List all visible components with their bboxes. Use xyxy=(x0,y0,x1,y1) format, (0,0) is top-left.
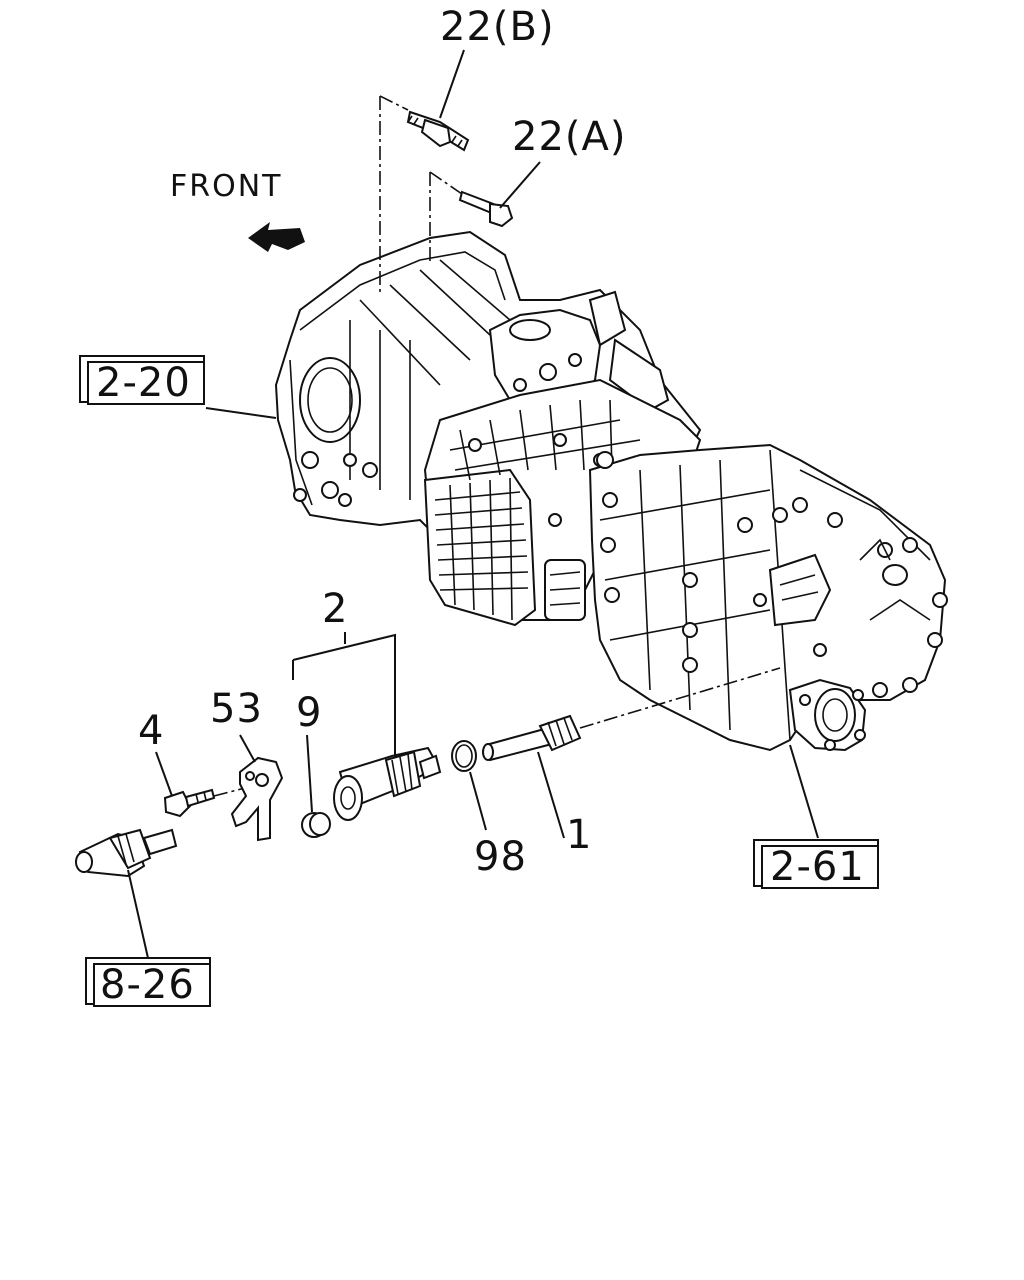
seal-9 xyxy=(301,812,331,838)
ref-label-2-61: 2-61 xyxy=(770,844,865,890)
callout-22b: 22(B) xyxy=(440,4,555,50)
driven-gear-1 xyxy=(482,714,582,762)
ref-box-2-20: 2-20 xyxy=(79,355,205,406)
callout-4: 4 xyxy=(138,708,164,754)
bracket-53 xyxy=(230,756,284,842)
leader-lines xyxy=(127,49,819,959)
callout-2: 2 xyxy=(322,586,348,632)
callout-9: 9 xyxy=(296,690,322,736)
bolt-22b xyxy=(406,110,470,152)
front-arrow-icon xyxy=(248,222,305,252)
driven-gear-sleeve xyxy=(333,746,442,821)
bolt-22a xyxy=(458,190,514,228)
callout-98: 98 xyxy=(474,834,527,880)
callout-1: 1 xyxy=(566,812,592,858)
ref-label-2-20: 2-20 xyxy=(96,360,191,406)
side-cover-plate xyxy=(423,468,537,627)
speed-sensor xyxy=(75,828,178,878)
ref-box-2-61: 2-61 xyxy=(753,839,879,890)
ref-box-8-26: 8-26 xyxy=(85,957,211,1008)
callout-53: 53 xyxy=(210,686,263,732)
bolt-4 xyxy=(163,788,216,818)
callout-22a: 22(A) xyxy=(512,114,626,160)
output-flange xyxy=(788,678,867,752)
transmission-assembly xyxy=(274,230,948,752)
front-indicator: FRONT xyxy=(170,169,305,252)
front-label: FRONT xyxy=(170,169,282,204)
ref-label-8-26: 8-26 xyxy=(100,962,195,1008)
